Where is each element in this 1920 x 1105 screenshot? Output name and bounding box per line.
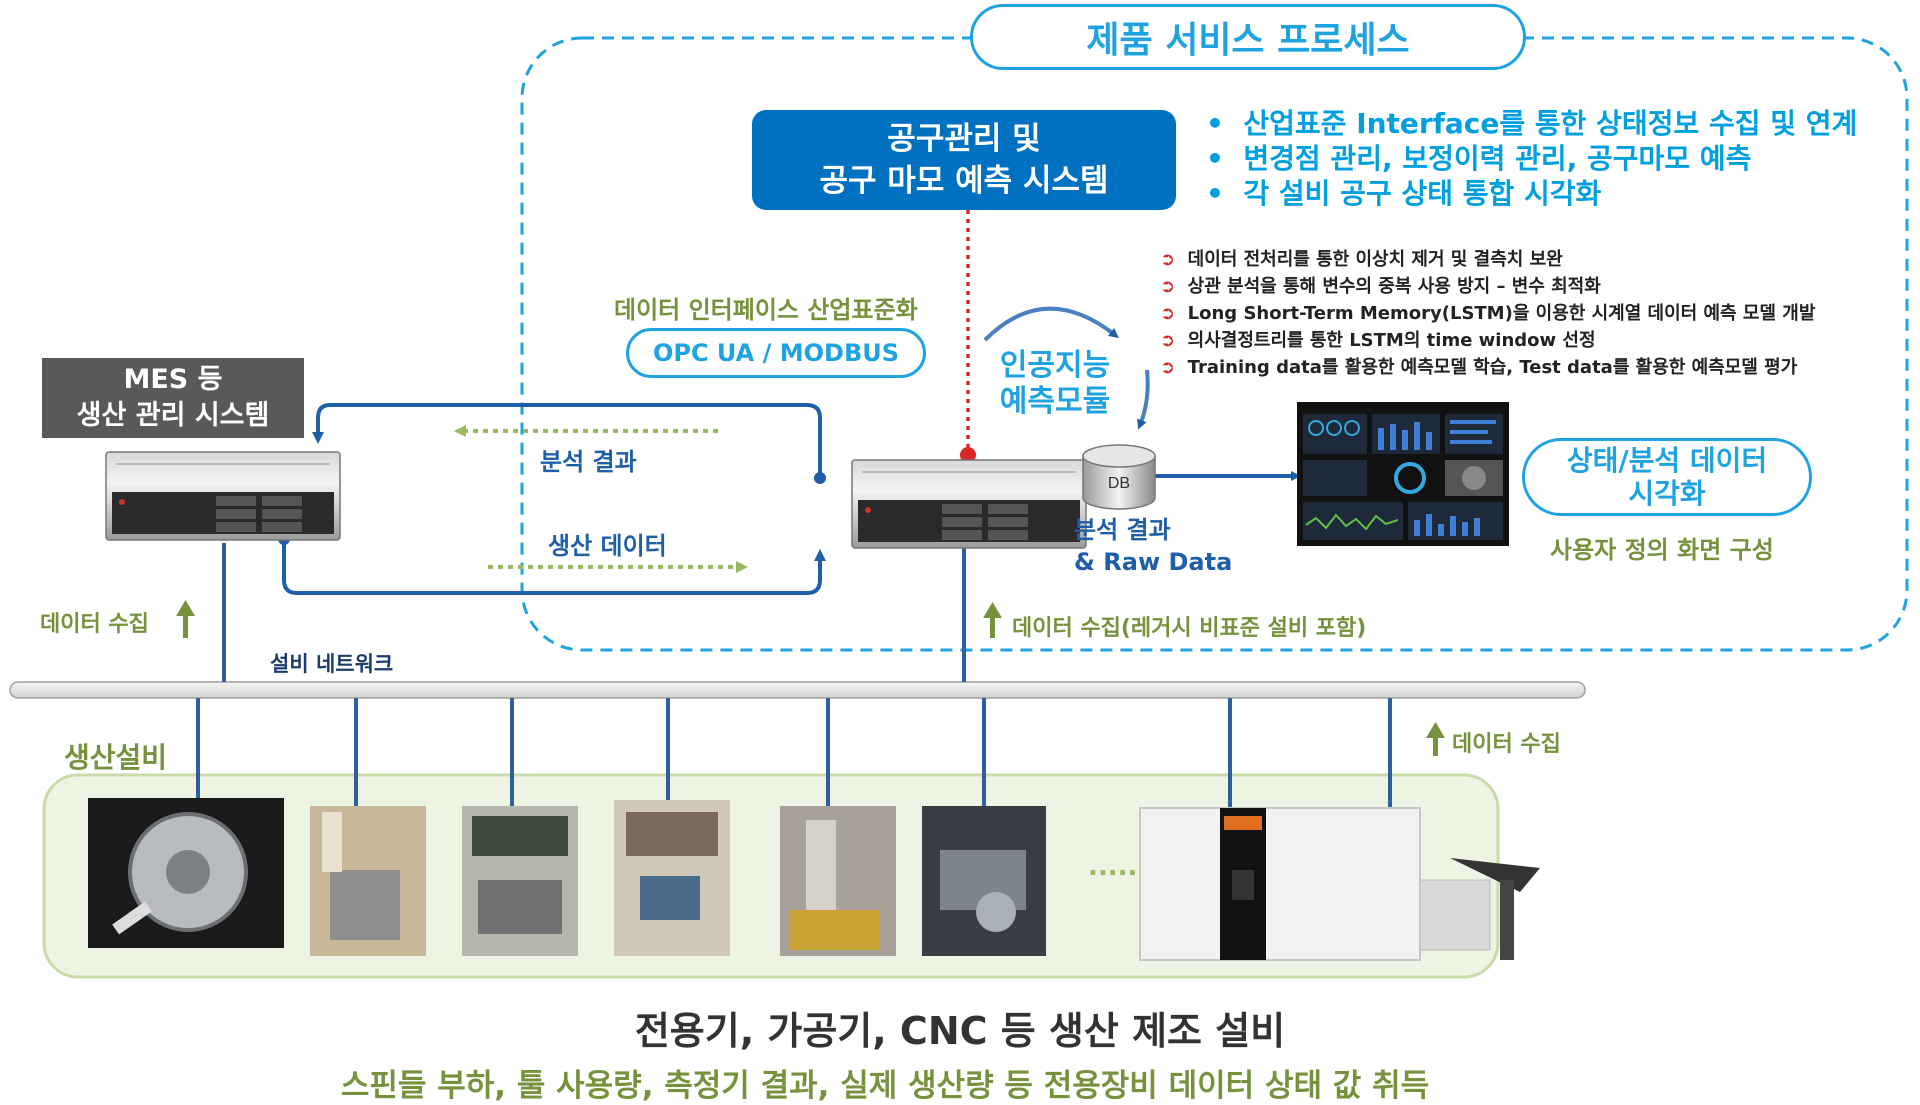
equipment-photo-3 (462, 806, 578, 956)
equipment-rotary-machine (88, 798, 284, 948)
ai-cycle-arrow-bottom (1137, 369, 1150, 430)
ai-step-list: ➲ 데이터 전처리를 통한 이상치 제거 및 결측치 보완 ➲ 상관 분석을 통… (1160, 246, 1815, 381)
collect-up-arrows (176, 600, 1445, 756)
ai-module: 인공지능 예측모듈 (990, 348, 1120, 420)
equipment-ellipsis: ..... (1088, 852, 1138, 882)
tool-system-box: 공구관리 및 공구 마모 예측 시스템 (752, 110, 1176, 210)
tool-system-line2: 공구 마모 예측 시스템 (819, 163, 1109, 199)
feature-list: • 산업표준 Interface를 통한 상태정보 수집 및 연계 • 변경점 … (1206, 106, 1857, 211)
ai-step-item: ➲ Training data를 활용한 예측모델 학습, Test data를… (1160, 357, 1798, 378)
equipment-photo-4 (614, 800, 730, 956)
service-process-title: 제품 서비스 프로세스 (970, 4, 1526, 70)
feature-item: • 각 설비 공구 상태 통합 시각화 (1206, 177, 1602, 210)
visualization-badge: 상태/분석 데이터 시각화 (1522, 438, 1812, 516)
flow-analysis-label: 분석 결과 (540, 448, 637, 476)
feature-item: • 산업표준 Interface를 통한 상태정보 수집 및 연계 (1206, 107, 1858, 140)
mes-box: MES 등 생산 관리 시스템 (42, 358, 304, 438)
equipment-photo-6 (922, 806, 1046, 956)
mes-line1: MES 등 (123, 364, 223, 395)
mes-server (105, 451, 341, 541)
output-line1: 분석 결과 (1074, 516, 1171, 544)
db-cylinder: DB (1082, 444, 1156, 510)
ai-cycle-arrow-top (983, 306, 1119, 342)
ai-step-item: ➲ 의사결정트리를 통한 LSTM의 time window 선정 (1160, 330, 1596, 351)
feature-item: • 변경점 관리, 보정이력 관리, 공구마모 예측 (1206, 142, 1752, 175)
ai-module-line2: 예측모듈 (999, 384, 1111, 419)
dashboard-screen (1297, 402, 1509, 546)
equipment-photo-2 (310, 806, 426, 956)
ai-step-item: ➲ 데이터 전처리를 통한 이상치 제거 및 결측치 보완 (1160, 249, 1563, 270)
interface-std-title: 데이터 인터페이스 산업표준화 (614, 296, 918, 324)
central-server (851, 459, 1087, 549)
collect-left-label: 데이터 수집 (40, 612, 149, 637)
production-label: 생산설비 (64, 741, 168, 774)
visualization-line1: 상태/분석 데이터 (1566, 444, 1768, 477)
flow-production-line (282, 539, 826, 595)
flow-production-label: 생산 데이터 (548, 532, 667, 560)
ai-step-item: ➲ 상관 분석을 통해 변수의 중복 사용 방지 – 변수 최적화 (1160, 276, 1601, 297)
tool-system-line1: 공구관리 및 (887, 121, 1041, 157)
equipment-network-bus (9, 681, 1586, 699)
network-label: 설비 네트워크 (270, 652, 394, 676)
cnc-machine (1139, 807, 1540, 961)
ai-step-item: ➲ Long Short-Term Memory(LSTM)을 이용한 시계열 … (1160, 303, 1816, 324)
collect-legacy-label: 데이터 수집(레거시 비표준 설비 포함) (1012, 616, 1367, 641)
db-label: DB (1108, 475, 1130, 492)
ai-module-line1: 인공지능 (999, 348, 1111, 383)
equipment-photo-5 (780, 806, 896, 956)
protocol-badge: OPC UA / MODBUS (626, 328, 926, 378)
equipment-connectors (196, 543, 1392, 808)
mes-line2: 생산 관리 시스템 (76, 400, 270, 431)
service-process-boundary (520, 36, 1909, 652)
footer-title: 전용기, 가공기, CNC 등 생산 제조 설비 (634, 1009, 1286, 1053)
visualization-line2: 시각화 (1628, 477, 1706, 510)
output-line2: & Raw Data (1074, 548, 1233, 576)
visualization-caption: 사용자 정의 화면 구성 (1550, 536, 1774, 564)
flow-analysis-line (312, 403, 822, 478)
collect-right-label: 데이터 수집 (1452, 732, 1561, 757)
footer-subtitle: 스핀들 부하, 툴 사용량, 측정기 결과, 실제 생산량 등 전용장비 데이터… (340, 1068, 1430, 1104)
server-output-label: 분석 결과 & Raw Data (1074, 514, 1232, 578)
